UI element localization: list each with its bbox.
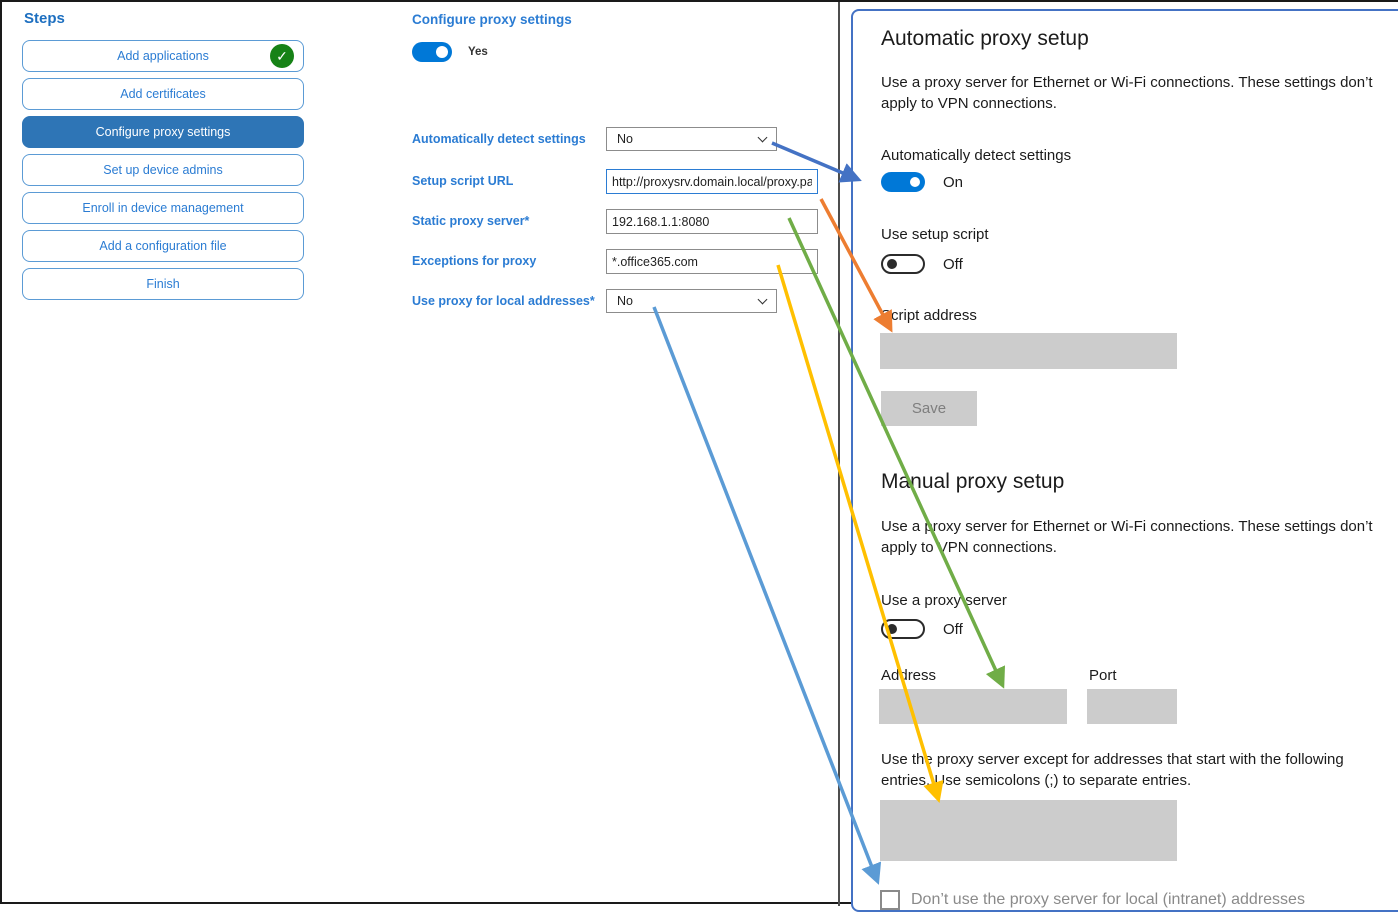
exceptions-for-proxy-input[interactable] [606, 249, 818, 274]
vertical-divider [838, 2, 840, 906]
step-add-certificates[interactable]: Add certificates [22, 78, 304, 110]
use-proxy-server-toggle-state: Off [943, 621, 963, 638]
port-label: Port [1089, 667, 1117, 684]
detect-settings-toggle[interactable] [881, 172, 925, 192]
manual-proxy-description: Use a proxy server for Ethernet or Wi-Fi… [881, 518, 1373, 556]
chevron-down-icon [757, 294, 768, 304]
use-proxy-local-addresses-label: Use proxy for local addresses* [412, 293, 595, 308]
script-address-label: Script address [881, 307, 977, 324]
setup-script-url-input[interactable] [606, 169, 818, 194]
step-enroll-in-device-management[interactable]: Enroll in device management [22, 192, 304, 224]
use-proxy-local-addresses-select[interactable]: No [606, 289, 777, 313]
page-title: Configure proxy settings [412, 12, 572, 27]
proxy-exceptions-input[interactable] [880, 800, 1177, 861]
configure-proxy-toggle-state: Yes [468, 46, 488, 58]
steps-sidebar: Steps Add applications ✓ Add certificate… [22, 10, 304, 306]
local-addresses-checkbox-label: Don’t use the proxy server for local (in… [911, 891, 1305, 908]
proxy-address-input[interactable] [879, 689, 1067, 724]
steps-title: Steps [24, 10, 65, 27]
completed-check-icon: ✓ [270, 44, 294, 68]
chevron-down-icon [757, 132, 768, 142]
static-proxy-server-input[interactable] [606, 209, 818, 234]
exceptions-for-proxy-label: Exceptions for proxy [412, 254, 537, 268]
address-label: Address [881, 667, 937, 684]
automatically-detect-settings-select[interactable]: No [606, 127, 777, 151]
automatic-proxy-setup-heading: Automatic proxy setup [881, 27, 1089, 50]
static-proxy-server-label: Static proxy server* [412, 214, 530, 228]
step-set-up-device-admins[interactable]: Set up device admins [22, 154, 304, 186]
step-add-applications[interactable]: Add applications ✓ [22, 40, 304, 72]
save-button[interactable]: Save [881, 391, 977, 426]
script-address-input[interactable] [880, 333, 1177, 369]
arrow-local-addresses [652, 306, 882, 885]
step-finish[interactable]: Finish [22, 268, 304, 300]
configure-proxy-toggle[interactable] [412, 42, 452, 62]
step-add-a-configuration-file[interactable]: Add a configuration file [22, 230, 304, 262]
use-setup-script-toggle-state: Off [943, 256, 963, 273]
automatic-proxy-description: Use a proxy server for Ethernet or Wi-Fi… [881, 74, 1373, 112]
setup-script-url-label: Setup script URL [412, 174, 514, 188]
proxy-port-input[interactable] [1087, 689, 1177, 724]
detect-settings-label: Automatically detect settings [881, 147, 1072, 164]
use-setup-script-toggle[interactable] [881, 254, 925, 274]
automatically-detect-settings-label: Automatically detect settings [412, 131, 586, 146]
manual-proxy-setup-heading: Manual proxy setup [881, 470, 1065, 493]
use-setup-script-label: Use setup script [881, 226, 989, 243]
step-configure-proxy-settings[interactable]: Configure proxy settings [22, 116, 304, 148]
windows-proxy-settings-panel: Automatic proxy setup Use a proxy server… [851, 9, 1398, 912]
use-proxy-server-toggle[interactable] [881, 619, 925, 639]
use-proxy-server-label: Use a proxy server [881, 592, 1007, 609]
local-addresses-checkbox[interactable] [880, 890, 900, 910]
proxy-exceptions-description: Use the proxy server except for addresse… [881, 751, 1344, 789]
detect-settings-toggle-state: On [943, 174, 964, 191]
